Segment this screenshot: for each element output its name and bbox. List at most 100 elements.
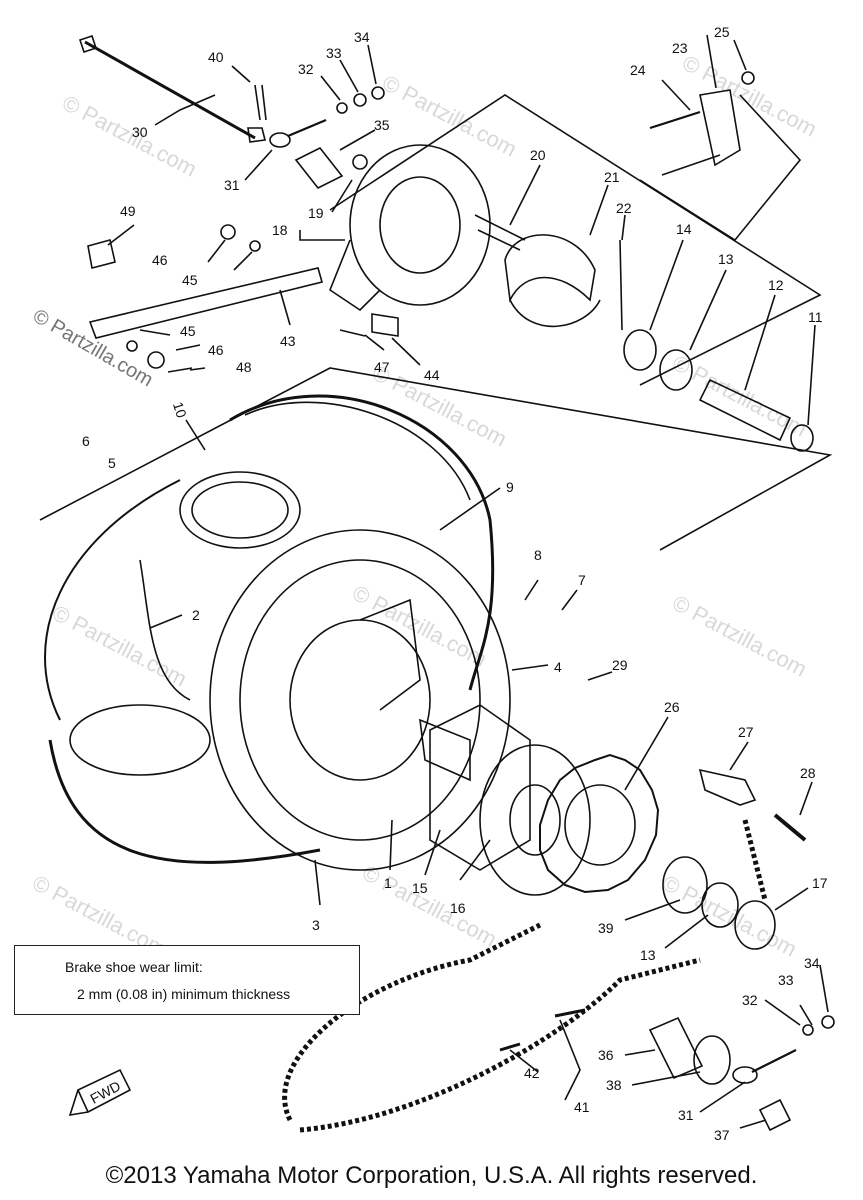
chain-puller [269,132,291,148]
callout-line-1: Brake shoe wear limit: [65,959,203,975]
part-label: 32 [298,61,314,77]
washer [126,340,138,352]
leader-line [509,1049,539,1073]
hub-boss [359,598,421,711]
fwd-arrow-body [76,1068,132,1114]
part-label: 27 [738,724,754,740]
leader-line [459,839,491,881]
part-label: 46 [152,252,168,268]
axle [84,40,256,140]
bearing [659,349,693,391]
leader-line [279,289,291,326]
collar [294,146,344,190]
washer [249,240,261,252]
part-label: 28 [800,765,816,781]
leader-line [661,79,691,111]
sprocket-center [564,784,636,866]
rod [661,154,721,176]
leader-line [621,214,626,241]
part-label: 5 [108,455,116,471]
part-label: 44 [424,367,440,383]
oil-seal [734,900,776,950]
part-label: 3 [312,917,320,933]
leader-line [299,230,345,241]
bearing [701,882,739,928]
part-label: 9 [506,479,514,495]
part-label: 42 [524,1065,540,1081]
leader-line [439,487,501,531]
leader-line [391,337,421,366]
leader-line [744,294,776,391]
part-label: 24 [630,62,646,78]
collar [648,1016,704,1080]
leader-line [561,589,578,611]
part-label: 34 [354,29,370,45]
part-label: 25 [714,24,730,40]
leader-line [389,819,393,871]
part-label: 17 [812,875,828,891]
axle-nut [758,1098,792,1132]
washer [336,102,348,114]
part-label: 1 [384,875,392,891]
inner-tube-section [179,471,301,549]
leader-line [774,887,809,911]
part-label: 46 [208,342,224,358]
tire-top [229,394,495,691]
master-link [499,1008,586,1052]
leader-line [631,1071,701,1086]
brake-arm [699,89,741,167]
part-label: 13 [640,947,656,963]
nut [821,1015,835,1029]
cotter-pin [167,367,193,373]
leader-line [689,269,727,351]
leader-line [367,44,377,85]
part-label: 16 [450,900,466,916]
leader-line [706,34,717,89]
part-label: 45 [180,323,196,339]
circlip [662,856,708,914]
part-label: 10 [170,400,190,420]
part-label: 30 [132,124,148,140]
leader-line [624,899,681,921]
nut [147,351,165,369]
part-label: 37 [714,1127,730,1143]
leader-line [664,914,709,949]
hub-rim-face [209,529,511,871]
part-label: 31 [678,1107,694,1123]
leader-line [819,964,829,1013]
leader-line [729,741,749,771]
brake-shoe-callout: Brake shoe wear limit: 2 mm (0.08 in) mi… [14,945,360,1015]
brake-plate-inner [379,176,461,274]
bolt [371,313,399,337]
part-label: 33 [326,45,342,61]
brake-shoe [504,234,596,303]
chain-upper [282,922,542,1122]
part-label: 48 [236,359,252,375]
callout-line-2: 2 mm (0.08 in) minimum thickness [77,986,291,1002]
spacer [698,378,792,442]
axle-end [247,127,266,143]
leader-line [331,179,353,213]
leader-line [314,859,321,906]
leader-line [799,1004,813,1026]
clutch-hub-center [509,784,561,856]
part-label: 41 [574,1099,590,1115]
brake-shoe-lower [509,299,601,328]
part-label: 14 [676,221,692,237]
clutch-hub [479,744,591,896]
bolt-head [87,239,116,269]
part-label: 21 [604,169,620,185]
leader-line [509,164,541,226]
damper [429,704,531,871]
leader-line [624,716,669,791]
part-label: 34 [804,955,820,971]
leader-line [185,419,206,451]
leader-line [154,94,216,126]
part-label: 26 [664,699,680,715]
part-label: 35 [374,117,390,133]
leader-line [233,251,253,271]
rim-lip [139,559,191,701]
chain-lower [299,957,701,1133]
part-label: 49 [120,203,136,219]
